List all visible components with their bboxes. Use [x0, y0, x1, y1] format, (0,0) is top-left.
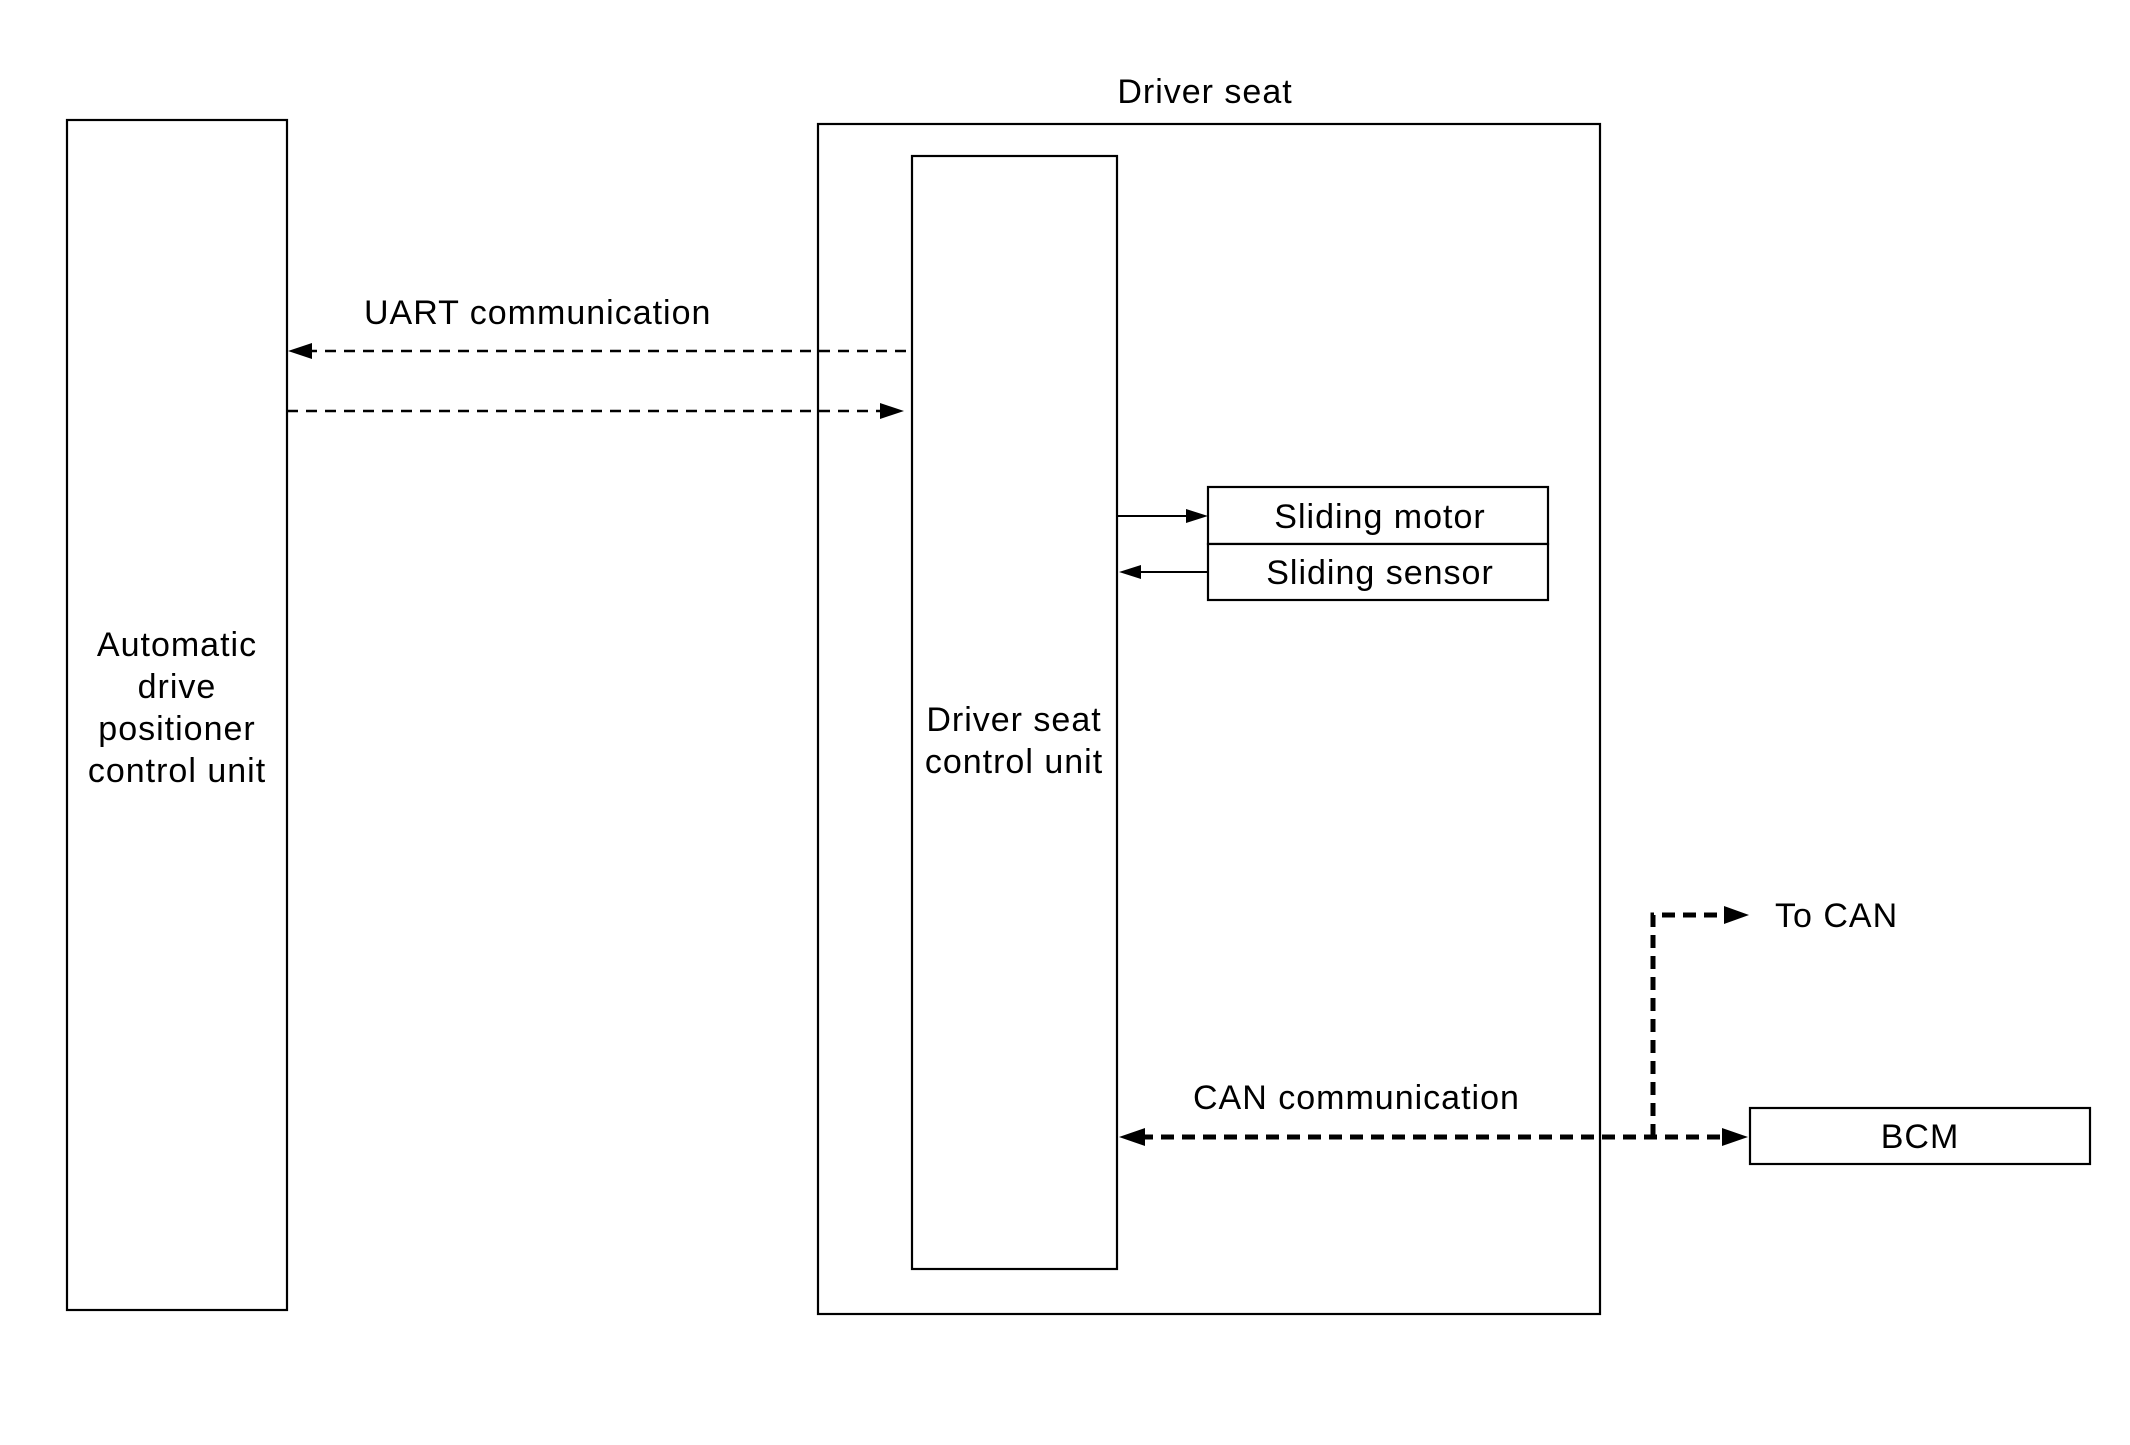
sensor-signal-arrowhead — [1119, 565, 1141, 579]
seat-unit-line-2: control unit — [925, 743, 1103, 781]
adp-unit-line-1: Automatic — [97, 626, 257, 664]
sliding-sensor-label: Sliding sensor — [1266, 554, 1494, 592]
seat-unit-line-1: Driver seat — [926, 701, 1101, 739]
can-link: CAN communication To CAN — [1119, 897, 1898, 1146]
to-can-label: To CAN — [1775, 897, 1898, 935]
adp-unit-line-3: positioner — [98, 710, 255, 748]
adp-unit-line-4: control unit — [88, 752, 266, 790]
bcm-box: BCM — [1748, 1106, 2092, 1166]
uart-arrowhead-left — [288, 343, 312, 359]
uart-link: UART communication — [287, 294, 906, 419]
driver-seat-control-unit: Driver seat control unit — [910, 154, 1119, 1271]
motor-drive-arrowhead — [1186, 509, 1208, 523]
sliding-motor-box: Sliding motor — [1206, 485, 1550, 546]
adp-unit-line-2: drive — [138, 668, 217, 706]
adp-control-unit: Automatic drive positioner control unit — [65, 118, 289, 1312]
driver-seat-title: Driver seat — [1117, 73, 1292, 111]
can-label: CAN communication — [1193, 1079, 1520, 1117]
sliding-motor-label: Sliding motor — [1274, 498, 1485, 536]
can-arrowhead-to-can — [1724, 906, 1749, 924]
sliding-sensor-box: Sliding sensor — [1206, 542, 1550, 602]
can-arrowhead-left — [1119, 1128, 1145, 1146]
uart-arrowhead-right — [880, 403, 904, 419]
can-arrowhead-to-bcm — [1722, 1128, 1748, 1146]
bcm-label: BCM — [1881, 1118, 1960, 1156]
uart-label: UART communication — [364, 294, 711, 332]
can-branch-line — [1650, 912, 1724, 1137]
